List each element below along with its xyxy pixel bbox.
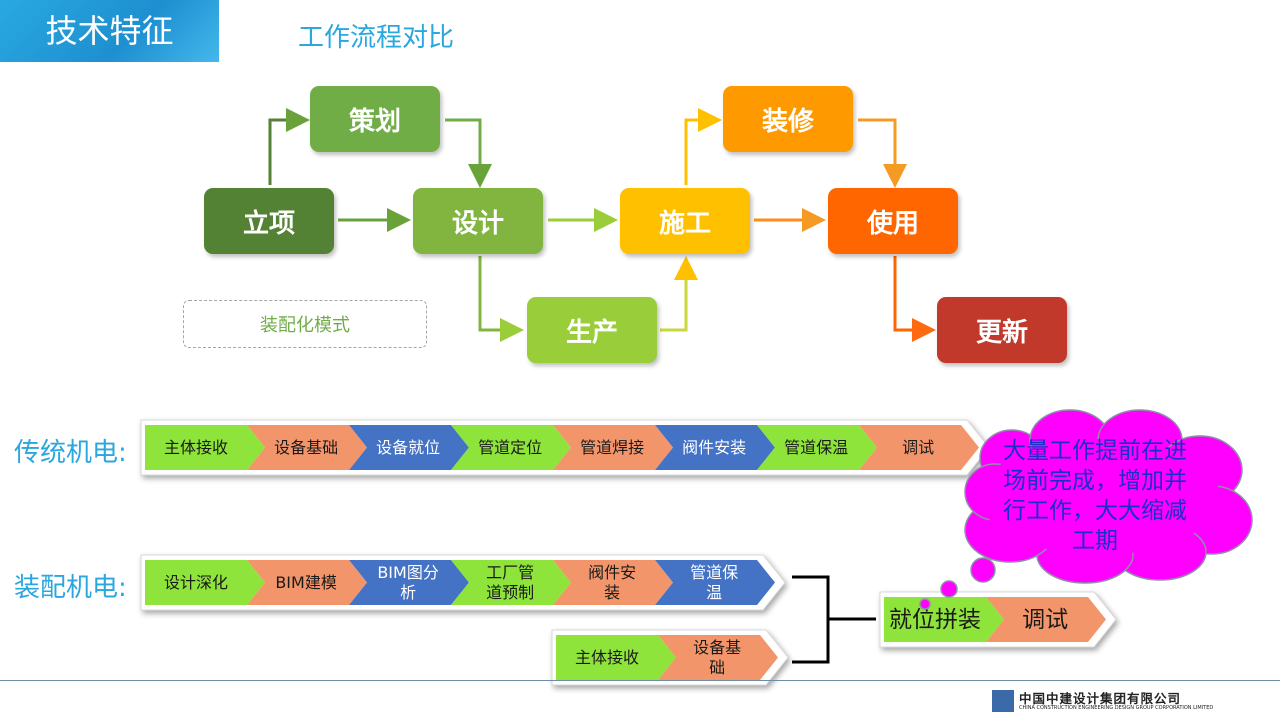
traditional-step-label: 阀件安装 [682, 437, 747, 457]
traditional-chevron-6 [757, 425, 877, 470]
prefab-chevron-4 [553, 560, 673, 605]
prefab-chevron-0 [145, 560, 265, 605]
cloud-text: 大量工作提前在进场前完成，增加并行工作，大大缩减工期 [1003, 438, 1187, 554]
page-subtitle: 工作流程对比 [298, 23, 455, 53]
merge-bracket [792, 575, 876, 664]
flow-node-gengxin: 更新 [937, 297, 1067, 363]
prefab-chevron-5 [655, 560, 775, 605]
prefab-chevron-3 [451, 560, 571, 605]
traditional-step-label: 管道保温 [784, 437, 849, 457]
flow-node-shengchan: 生产 [527, 297, 657, 363]
parallel-step-label: 设备基 础 [693, 637, 742, 677]
prefab-chevron-2 [349, 560, 469, 605]
footer-divider [0, 680, 1280, 681]
company-name-en: CHINA CONSTRUCTION ENGINEERING DESIGN GR… [1019, 705, 1214, 711]
traditional-chevron-7 [859, 425, 979, 470]
arrow-lixiang-cehua [268, 108, 310, 185]
flow-node-shigong: 施工 [620, 188, 750, 254]
parallel-chevron-0 [556, 635, 676, 680]
arrow-cehua-sheji [445, 118, 492, 188]
final-step-label: 就位拼装 [889, 606, 981, 633]
parallel-chevron-1 [658, 635, 778, 680]
prefab-step-label: 设计深化 [163, 572, 228, 592]
prefab-chevron-1 [247, 560, 367, 605]
flow-node-shiyong: 使用 [828, 188, 958, 254]
traditional-chevron-1 [247, 425, 367, 470]
prefab-step-label: BIM建模 [275, 572, 337, 592]
header-tab [0, 0, 219, 62]
prefab-step-label: 工厂管 道预制 [486, 562, 535, 602]
legend-box: 装配化模式 [183, 300, 427, 348]
traditional-step-label: 管道定位 [478, 437, 543, 457]
company-logo-icon [992, 690, 1014, 712]
traditional-label: 传统机电: [14, 438, 127, 468]
final-chevron-1 [986, 597, 1106, 642]
flow-node-cehua: 策划 [310, 86, 440, 152]
traditional-chevron-0 [145, 425, 265, 470]
flow-node-zhuangxiu: 装修 [723, 86, 853, 152]
prefab-step-label: 阀件安 装 [588, 562, 637, 602]
parallel-step-label: 主体接收 [574, 647, 639, 667]
traditional-step-label: 管道焊接 [580, 437, 645, 457]
arrow-shiyong-gengxin [893, 256, 936, 342]
flow-node-sheji: 设计 [413, 188, 543, 254]
prefab-step-label: 管道保 温 [690, 562, 739, 602]
traditional-chevron-4 [553, 425, 673, 470]
traditional-step-label: 主体接收 [163, 437, 228, 457]
final-chevron-0 [884, 597, 1004, 642]
traditional-chevron-3 [451, 425, 571, 470]
page-title: 技术特征 [45, 12, 174, 50]
arrow-sheji-shengchan [478, 256, 524, 342]
arrow-zhuangxiu-shiyong [858, 118, 907, 188]
traditional-step-label: 设备基础 [274, 437, 339, 457]
traditional-chevron-5 [655, 425, 775, 470]
final-step-label: 调试 [1022, 606, 1069, 633]
flow-node-lixiang: 立项 [204, 188, 334, 254]
traditional-step-label: 调试 [902, 437, 935, 457]
traditional-step-label: 设备就位 [376, 437, 441, 457]
prefab-step-label: BIM图分 析 [377, 562, 439, 602]
legend-text: 装配化模式 [260, 315, 350, 336]
company-name-cn: 中国中建设计集团有限公司 [1019, 691, 1182, 706]
prefab-label: 装配机电: [14, 573, 127, 603]
traditional-chevron-2 [349, 425, 469, 470]
arrow-shigong-zhuangxiu [684, 108, 722, 185]
arrow-shengchan-shigong [660, 256, 698, 332]
